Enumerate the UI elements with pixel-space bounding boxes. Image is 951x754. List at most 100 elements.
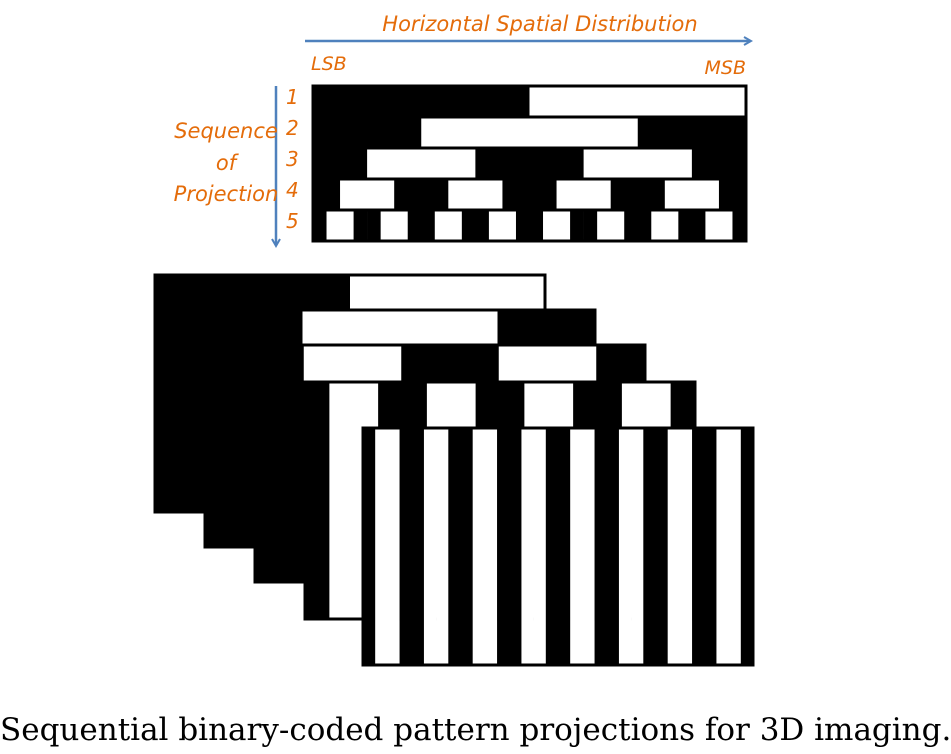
light-stripe <box>582 428 595 665</box>
dark-stripe <box>718 179 747 210</box>
dark-stripe <box>394 179 422 210</box>
dark-stripe <box>529 148 584 179</box>
dark-stripe <box>448 428 461 665</box>
dark-stripe <box>606 428 620 665</box>
light-stripe <box>583 148 639 179</box>
light-stripe <box>380 210 395 241</box>
axis-title: Horizontal Spatial Distribution <box>382 12 697 36</box>
light-stripe <box>556 179 584 210</box>
light-stripe <box>367 148 422 179</box>
dark-stripe <box>411 428 425 665</box>
dark-stripe <box>624 210 639 241</box>
projection-frame-5-border <box>361 426 755 667</box>
light-stripe <box>502 210 517 241</box>
pattern-row-3 <box>311 146 748 181</box>
dark-stripe <box>529 210 544 241</box>
dark-stripe <box>461 210 476 241</box>
light-stripe <box>367 179 395 210</box>
pattern-row-5 <box>311 208 748 243</box>
dark-stripe <box>515 210 530 241</box>
light-stripe <box>543 210 557 241</box>
row-numbers: 1 2 3 4 5 <box>286 85 299 233</box>
light-stripe <box>521 428 534 665</box>
light-stripe <box>664 179 693 210</box>
light-stripe <box>375 428 388 665</box>
row-number-5: 5 <box>286 209 299 233</box>
projection-frame-5 <box>361 426 755 667</box>
light-stripe <box>583 179 611 210</box>
dark-stripe <box>313 179 341 210</box>
dark-stripe <box>570 210 584 241</box>
dark-stripe <box>509 428 522 665</box>
light-stripe <box>631 428 644 665</box>
light-stripe <box>448 179 476 210</box>
light-stripe <box>340 210 354 241</box>
light-stripe <box>691 179 720 210</box>
dark-stripe <box>692 428 705 665</box>
sequence-label-line-1: Sequence <box>174 119 278 143</box>
sequence-label-line-3: Projection <box>174 182 279 206</box>
light-stripe <box>394 210 409 241</box>
dark-stripe <box>363 428 376 665</box>
light-stripe <box>716 428 729 665</box>
dark-stripe <box>610 179 639 210</box>
dark-stripe <box>353 210 368 241</box>
light-stripe <box>570 428 583 665</box>
row-number-1: 1 <box>286 85 299 109</box>
pattern-row-2 <box>311 115 748 150</box>
dark-stripe <box>367 210 381 241</box>
dark-stripe <box>594 428 608 665</box>
light-stripe <box>618 428 632 665</box>
dark-stripe <box>313 148 368 179</box>
light-stripe <box>475 179 503 210</box>
light-stripe <box>718 210 733 241</box>
dark-stripe <box>691 148 747 179</box>
dark-stripe <box>407 210 422 241</box>
light-stripe <box>340 179 368 210</box>
light-stripe <box>387 428 400 665</box>
light-stripe <box>610 210 625 241</box>
light-stripe <box>529 86 747 117</box>
dark-stripe <box>305 382 330 619</box>
light-stripe <box>667 428 681 665</box>
light-stripe <box>472 428 486 665</box>
dark-stripe <box>460 428 473 665</box>
dark-stripe <box>732 210 747 241</box>
dark-stripe <box>637 179 666 210</box>
dark-stripe <box>529 179 557 210</box>
dark-stripe <box>583 210 598 241</box>
pattern-table <box>311 84 748 243</box>
light-stripe <box>488 210 503 241</box>
sequence-label-line-2: of <box>216 151 240 175</box>
pattern-row-1 <box>311 84 748 119</box>
dark-stripe <box>255 345 305 582</box>
light-stripe <box>556 210 571 241</box>
light-stripe <box>329 382 355 619</box>
dark-stripe <box>655 428 668 665</box>
figure-caption: Sequential binary-coded pattern projecti… <box>0 712 951 748</box>
light-stripe <box>679 428 693 665</box>
light-stripe <box>326 210 341 241</box>
dark-stripe <box>637 210 652 241</box>
dark-stripe <box>678 210 693 241</box>
dark-stripe <box>643 428 656 665</box>
dark-stripe <box>313 86 530 117</box>
light-stripe <box>664 210 679 241</box>
light-stripe <box>421 117 530 148</box>
light-stripe <box>728 428 742 665</box>
light-stripe <box>436 428 449 665</box>
dark-stripe <box>691 210 706 241</box>
dark-stripe <box>497 428 510 665</box>
dark-stripe <box>545 428 559 665</box>
dark-stripe <box>502 179 530 210</box>
dark-stripe <box>740 428 754 665</box>
dark-stripe <box>421 179 449 210</box>
msb-label: MSB <box>705 57 747 79</box>
dark-stripe <box>421 210 436 241</box>
light-stripe <box>484 428 498 665</box>
lsb-label: LSB <box>311 53 347 75</box>
light-stripe <box>637 148 693 179</box>
dark-stripe <box>399 428 413 665</box>
light-stripe <box>705 210 720 241</box>
